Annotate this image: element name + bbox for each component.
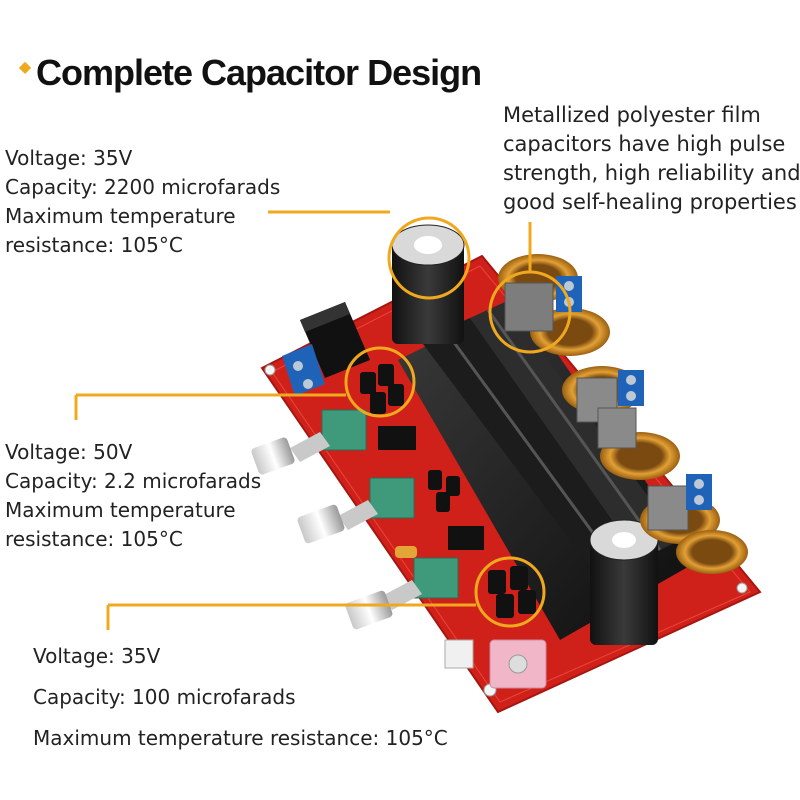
terminal-blocks-right bbox=[556, 276, 712, 510]
capacitor-2200uf bbox=[391, 224, 465, 344]
callout-line: Maximum temperature resistance: 105°C bbox=[33, 726, 448, 750]
callout-line: Voltage: 35V bbox=[5, 146, 133, 170]
callout-line: Capacity: 100 microfarads bbox=[33, 685, 296, 709]
callout-line: resistance: 105°C bbox=[5, 233, 183, 257]
callout-line: Metallized polyester film bbox=[503, 103, 761, 127]
callout-2-2uf: Voltage: 50V Capacity: 2.2 microfarads M… bbox=[5, 438, 261, 554]
callout-line: Capacity: 2200 microfarads bbox=[5, 175, 281, 199]
terminal-block-left bbox=[282, 344, 325, 396]
callout-line: capacitors have high pulse bbox=[503, 132, 786, 156]
callout-line: strength, high reliability and bbox=[503, 161, 800, 185]
bullet-diamond-icon: ◆ bbox=[18, 56, 32, 76]
ic-chip bbox=[378, 426, 416, 450]
callout-line: Maximum temperature bbox=[5, 204, 236, 228]
potentiometer-2 bbox=[297, 477, 415, 544]
capacitor-2200uf-right bbox=[589, 519, 659, 645]
callout-line: resistance: 105°C bbox=[5, 527, 183, 551]
callout-100uf: Voltage: 35V Capacity: 100 microfarads M… bbox=[33, 636, 448, 759]
small-capacitors-2-2uf bbox=[360, 364, 404, 414]
small-capacitors-100uf bbox=[488, 566, 536, 618]
potentiometer-3 bbox=[345, 557, 459, 630]
connector-header bbox=[444, 639, 474, 669]
page-title: ◆ Complete Capacitor Design bbox=[14, 48, 482, 98]
callout-film-capacitors: Metallized polyester film capacitors hav… bbox=[503, 101, 800, 217]
callout-line: Voltage: 50V bbox=[5, 440, 133, 464]
callout-highlights bbox=[74, 210, 572, 630]
ic-chip bbox=[448, 526, 484, 550]
film-capacitors bbox=[504, 282, 689, 531]
heading-text: Complete Capacitor Design bbox=[36, 52, 482, 93]
callout-line: Capacity: 2.2 microfarads bbox=[5, 469, 262, 493]
dc-jack bbox=[300, 302, 370, 378]
callout-line: good self-healing properties bbox=[503, 190, 797, 214]
callout-2200uf: Voltage: 35V Capacity: 2200 microfarads … bbox=[5, 144, 280, 260]
potentiometer-1 bbox=[251, 409, 367, 475]
callout-line: Maximum temperature bbox=[5, 498, 236, 522]
callout-line: Voltage: 35V bbox=[33, 644, 161, 668]
small-capacitors-middle bbox=[428, 470, 460, 512]
